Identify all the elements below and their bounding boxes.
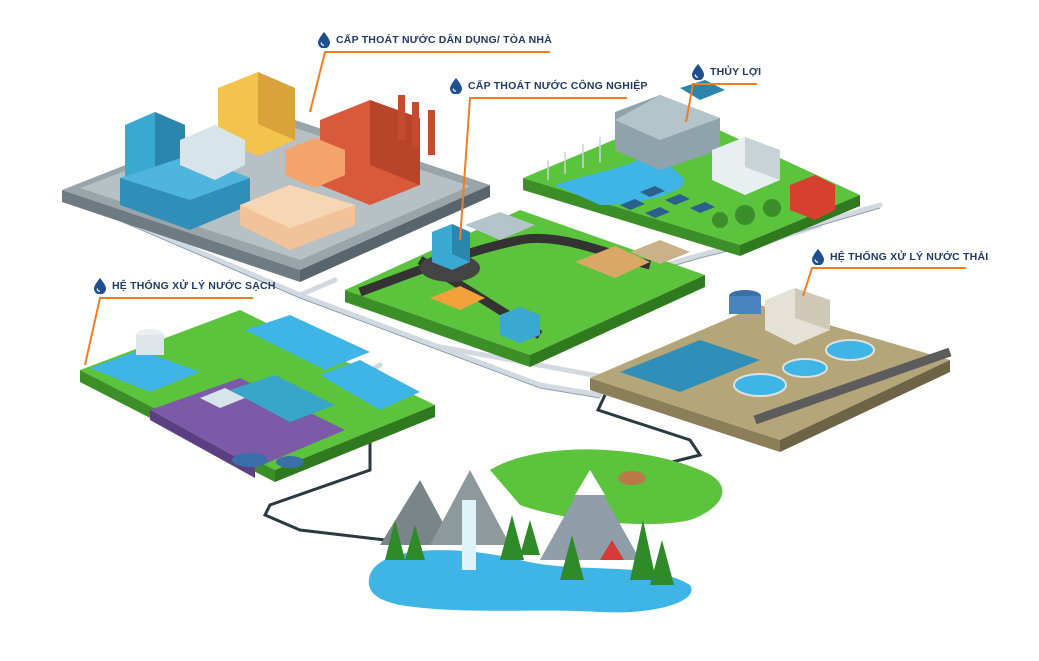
label-clean-water-text: HỆ THỐNG XỬ LÝ NƯỚC SẠCH (112, 280, 276, 292)
label-industrial-text: CẤP THOÁT NƯỚC CÔNG NGHIỆP (468, 80, 648, 92)
pipe-dark (262, 394, 703, 542)
label-residential-text: CẤP THOÁT NƯỚC DÂN DỤNG/ TÒA NHÀ (336, 34, 552, 46)
label-wastewater: HỆ THỐNG XỬ LÝ NƯỚC THẢI (812, 249, 988, 265)
water-drop-icon (450, 78, 462, 94)
leader-lines (84, 51, 966, 366)
water-drop-icon (94, 278, 106, 294)
irrigation-block (523, 80, 860, 256)
label-residential: CẤP THOÁT NƯỚC DÂN DỤNG/ TÒA NHÀ (318, 32, 552, 48)
label-industrial: CẤP THOÁT NƯỚC CÔNG NGHIỆP (450, 78, 648, 94)
water-drop-icon (812, 249, 824, 265)
label-wastewater-text: HỆ THỐNG XỬ LÝ NƯỚC THẢI (830, 251, 989, 263)
label-irrigation: THỦY LỢI (692, 64, 761, 80)
residential-block (62, 72, 490, 282)
water-drop-icon (692, 64, 704, 80)
water-source-block (368, 449, 723, 613)
industrial-block (345, 210, 705, 367)
label-irrigation-text: THỦY LỢI (710, 66, 762, 78)
wastewater-block (590, 288, 952, 452)
water-drop-icon (318, 32, 330, 48)
clean-water-block (80, 310, 435, 482)
label-clean-water: HỆ THỐNG XỬ LÝ NƯỚC SẠCH (94, 278, 276, 294)
